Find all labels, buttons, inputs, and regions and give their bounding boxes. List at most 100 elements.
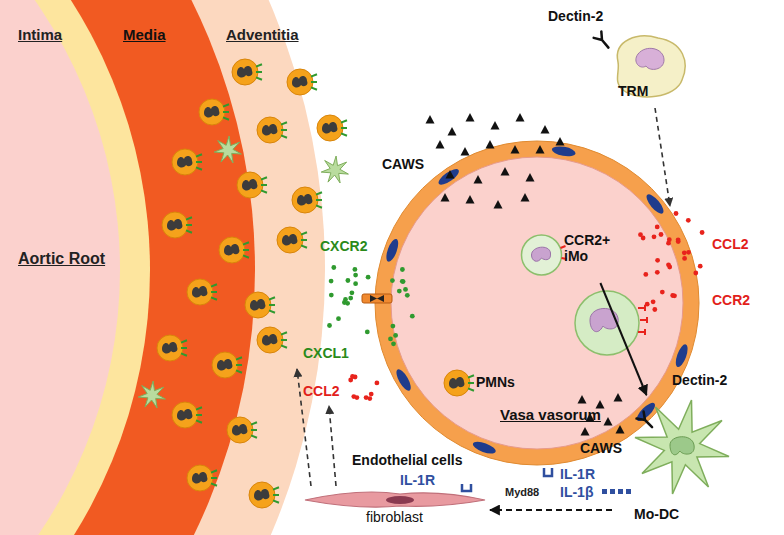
label-holder: CXCR2 <box>320 238 367 254</box>
illustration-part <box>236 357 242 359</box>
illustration-part <box>199 99 225 125</box>
neutrophil <box>199 99 229 125</box>
neutrophil <box>227 417 257 443</box>
illustration-part <box>317 115 343 141</box>
illustration-part <box>316 192 322 194</box>
illustration-part <box>212 352 238 378</box>
chemokine-dot <box>391 341 396 346</box>
node-label: Vasa vasorum <box>500 406 601 423</box>
neutrophil <box>292 187 322 213</box>
caws-particle <box>461 147 470 156</box>
il-1-receptor <box>462 484 471 491</box>
illustration-part <box>186 217 192 219</box>
vasa-vasorum-vessel: Vasa vasorum CCR2+ iMo <box>372 138 702 468</box>
illustration-part <box>243 242 249 244</box>
chemokine-dot <box>400 267 405 272</box>
illustration-part <box>281 345 287 347</box>
illustration-part <box>262 334 277 345</box>
illustration-part <box>249 482 275 508</box>
annotation-label: PMNs <box>476 374 515 390</box>
chemokine-dot <box>364 395 369 400</box>
illustration-part <box>236 370 242 372</box>
illustration-part <box>177 409 192 420</box>
chemokine-dot <box>348 296 353 301</box>
media-layer <box>0 0 255 535</box>
cell-shape <box>612 395 727 525</box>
secretion-arrow <box>329 406 336 486</box>
monocyte-cell: CCR2+ iMo <box>518 228 621 283</box>
dendritic-cell-group <box>138 136 348 408</box>
illustration-part <box>196 154 202 156</box>
chemokine-dot <box>655 225 660 230</box>
node-label: CCR2+ iMo <box>564 232 618 264</box>
annotation-label: CXCL1 <box>303 345 349 361</box>
illustration-part <box>316 199 322 201</box>
chemokine-dot <box>400 279 405 284</box>
illustration-part <box>223 117 229 119</box>
illustration-part <box>232 424 247 435</box>
illustration-part <box>281 339 287 341</box>
il-1b-particle <box>602 489 607 494</box>
illustration-part <box>261 184 267 186</box>
illustration-part <box>181 347 187 349</box>
neutrophil <box>187 279 217 305</box>
illustration-part <box>196 407 202 409</box>
illustration-part <box>196 414 202 416</box>
chemokine-dot <box>366 275 371 280</box>
dendritic-cell <box>321 156 348 183</box>
illustration-part <box>391 157 683 449</box>
chemokine-dot <box>329 293 334 298</box>
chemokine-dot <box>369 392 374 397</box>
illustration-part <box>245 292 271 318</box>
chemokine-dot <box>391 324 396 329</box>
chemokine-dot <box>686 250 691 255</box>
annotation-label: IL-1β <box>560 484 593 500</box>
annotation-label: Adventitia <box>226 26 299 43</box>
illustration-part <box>236 364 242 366</box>
chemokine-dot <box>676 239 681 244</box>
intima-layer <box>0 0 150 535</box>
illustration-part <box>301 239 307 241</box>
neutrophil <box>172 149 202 175</box>
illustration-part <box>187 279 213 305</box>
annotation-label: Aortic Root <box>18 250 105 268</box>
label-holder: PMNs <box>476 374 515 390</box>
chemokine-dot <box>331 265 336 270</box>
illustration-part <box>301 232 307 234</box>
illustration-part <box>292 187 318 213</box>
cxcr2-receptor <box>362 294 392 303</box>
illustration-part <box>232 59 258 85</box>
illustration-part <box>635 400 729 494</box>
label-holder: CCR2 <box>712 292 750 308</box>
label-holder: IL-1R <box>400 472 435 488</box>
dendritic-cell <box>214 136 241 163</box>
illustration-part <box>449 377 464 388</box>
chemokine-dot <box>350 374 355 379</box>
dectin-2-receptor <box>594 31 613 50</box>
illustration-part <box>204 106 219 117</box>
illustration-part <box>468 382 474 384</box>
illustration-part <box>281 332 287 334</box>
illustration-part <box>301 245 307 247</box>
chemokine-dot <box>388 337 393 342</box>
caws-particle <box>541 125 550 134</box>
illustration-part <box>227 417 253 443</box>
annotation-label: Endothelial cells <box>352 452 462 468</box>
illustration-part <box>251 435 257 437</box>
node-label: TRM <box>618 83 648 99</box>
illustration-part <box>670 437 694 455</box>
neutrophil <box>287 69 317 95</box>
caws-particle <box>491 121 500 130</box>
chemokine-dot <box>652 234 657 239</box>
illustration-part <box>211 477 217 479</box>
chemokine-dot <box>682 250 687 255</box>
chemokine-dot <box>700 230 705 235</box>
illustration-part <box>157 335 183 361</box>
chemokine-dot <box>355 395 360 400</box>
neutrophil-group <box>157 59 347 508</box>
illustration-part <box>219 237 245 263</box>
illustration-part <box>186 230 192 232</box>
caws-particle <box>556 137 565 146</box>
illustration-part <box>211 291 217 293</box>
